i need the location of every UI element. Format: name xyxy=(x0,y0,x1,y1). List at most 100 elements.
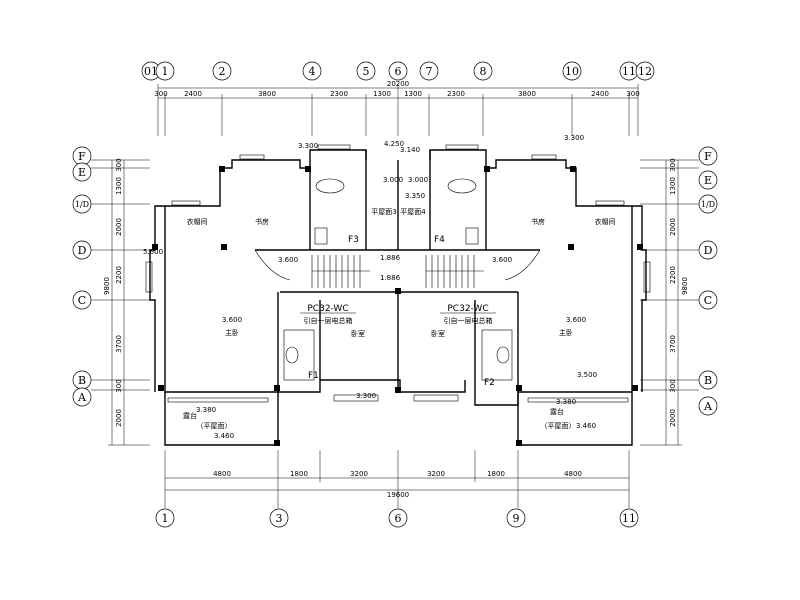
grid-bubble-top-4: 4 xyxy=(302,61,322,81)
f4-tag: F4 xyxy=(434,235,445,245)
room-study-left: 书房 xyxy=(255,217,269,226)
grid-bubble-bottom-9: 9 xyxy=(506,508,526,528)
svg-text:3.600: 3.600 xyxy=(566,316,586,324)
grid-bubble-top-6: 6 xyxy=(388,61,408,81)
svg-text:F: F xyxy=(704,150,712,163)
svg-text:1: 1 xyxy=(162,512,169,525)
grid-bubble-left-B: B xyxy=(72,370,92,390)
svg-text:B: B xyxy=(704,374,712,387)
svg-text:E: E xyxy=(78,166,86,179)
grid-bubble-top-10: 10 xyxy=(562,61,582,81)
svg-text:1.886: 1.886 xyxy=(380,274,401,282)
svg-text:2300: 2300 xyxy=(447,90,465,98)
svg-text:300: 300 xyxy=(115,379,123,392)
bottom-dimension-chain: 4800 1800 3200 3200 1800 4800 19600 xyxy=(164,450,630,508)
svg-text:3.460: 3.460 xyxy=(576,422,596,430)
grid-bubble-left-1D: 1/D xyxy=(72,194,92,214)
svg-text:1300: 1300 xyxy=(404,90,422,98)
terrace-note-right: （平屋面） xyxy=(541,422,576,430)
top-grid-axis: 01 1 2 4 5 6 7 8 10 11 12 xyxy=(141,61,655,81)
svg-text:3800: 3800 xyxy=(258,90,276,98)
grid-bubble-left-D: D xyxy=(72,240,92,260)
svg-text:3: 3 xyxy=(276,512,283,525)
svg-text:3200: 3200 xyxy=(427,470,445,478)
grid-bubble-right-D: D xyxy=(698,240,718,260)
svg-text:2000: 2000 xyxy=(115,218,123,236)
room-master-left: 主卧 xyxy=(225,328,239,337)
elevation-marks: 3.300 3.300 4.250 3.140 3.000 3.000 3.35… xyxy=(143,134,597,440)
structural-columns xyxy=(152,166,643,446)
svg-text:1/D: 1/D xyxy=(701,200,715,209)
svg-text:1800: 1800 xyxy=(290,470,308,478)
svg-text:9800: 9800 xyxy=(103,277,111,295)
grid-bubble-right-1D: 1/D xyxy=(698,194,718,214)
svg-text:5: 5 xyxy=(363,65,370,78)
grid-bubble-top-7: 7 xyxy=(419,61,439,81)
grid-bubble-left-C: C xyxy=(72,290,92,310)
top-dimension-chain: 20200 300 2400 3800 2300 1300 1300 2300 … xyxy=(154,80,640,136)
svg-text:3.000: 3.000 xyxy=(383,176,403,184)
svg-text:3.600: 3.600 xyxy=(278,256,298,264)
svg-text:3.300: 3.300 xyxy=(298,142,318,150)
grid-bubble-bottom-1: 1 xyxy=(155,508,175,528)
svg-text:1: 1 xyxy=(162,65,169,78)
svg-text:3.460: 3.460 xyxy=(214,432,234,440)
svg-text:2200: 2200 xyxy=(669,266,677,284)
svg-text:5.600: 5.600 xyxy=(143,248,163,256)
svg-text:A: A xyxy=(77,391,87,404)
svg-text:2400: 2400 xyxy=(184,90,202,98)
svg-text:A: A xyxy=(703,400,713,413)
svg-text:D: D xyxy=(704,244,713,257)
f3-tag: F3 xyxy=(348,235,359,245)
svg-text:4800: 4800 xyxy=(213,470,231,478)
grid-bubble-bottom-11: 11 xyxy=(619,508,639,528)
svg-text:3.000: 3.000 xyxy=(408,176,428,184)
power-note-right: 引自一层电总箱 xyxy=(444,316,493,325)
pc-tag-left: PC32-WC xyxy=(307,304,348,314)
svg-text:2000: 2000 xyxy=(669,218,677,236)
grid-bubble-top-11: 11 xyxy=(619,61,639,81)
svg-text:3.300: 3.300 xyxy=(564,134,584,142)
power-note-left: 引自一层电总箱 xyxy=(304,316,353,325)
svg-text:3.380: 3.380 xyxy=(196,406,216,414)
svg-text:3.600: 3.600 xyxy=(492,256,512,264)
grid-bubble-right-F: F xyxy=(698,146,718,166)
bottom-grid-axis: 1 3 6 9 11 xyxy=(155,508,639,528)
bathroom-fixtures xyxy=(283,178,513,381)
f1-tag: F1 xyxy=(308,371,319,381)
svg-text:01: 01 xyxy=(144,65,158,78)
grid-bubble-right-A: A xyxy=(698,396,718,416)
svg-text:9: 9 xyxy=(513,512,520,525)
svg-text:2000: 2000 xyxy=(115,409,123,427)
svg-text:7: 7 xyxy=(426,65,433,78)
svg-text:C: C xyxy=(704,294,712,307)
grid-bubble-left-F: F xyxy=(72,146,92,166)
svg-text:E: E xyxy=(704,174,712,187)
svg-text:1300: 1300 xyxy=(115,177,123,195)
svg-text:4.250: 4.250 xyxy=(384,140,404,148)
svg-text:300: 300 xyxy=(154,90,167,98)
svg-text:1.886: 1.886 xyxy=(380,254,401,262)
room-cloakroom-left: 衣帽间 xyxy=(187,217,208,226)
room-labels: 衣帽间 书房 书房 衣帽间 主卧 主卧 卧室 卧室 露台 （平屋面） 露台 （平… xyxy=(183,208,616,430)
svg-text:19600: 19600 xyxy=(387,491,409,499)
svg-text:4800: 4800 xyxy=(564,470,582,478)
svg-text:2000: 2000 xyxy=(669,409,677,427)
svg-text:3200: 3200 xyxy=(350,470,368,478)
grid-bubble-top-12: 12 xyxy=(635,61,655,81)
svg-text:3.350: 3.350 xyxy=(405,192,425,200)
grid-bubble-left-A: A xyxy=(72,387,92,407)
grid-bubble-bottom-6: 6 xyxy=(388,508,408,528)
room-bedroom-right: 卧室 xyxy=(431,329,445,338)
flat-roof-3-label: 平屋面3 xyxy=(371,208,396,216)
svg-text:C: C xyxy=(78,294,86,307)
grid-bubble-top-01: 01 xyxy=(141,61,161,81)
svg-text:3800: 3800 xyxy=(518,90,536,98)
svg-text:1300: 1300 xyxy=(669,177,677,195)
stairs xyxy=(254,249,541,288)
svg-text:3.300: 3.300 xyxy=(356,392,376,400)
room-cloakroom-right: 衣帽间 xyxy=(595,217,616,226)
svg-text:11: 11 xyxy=(622,512,636,525)
svg-text:2300: 2300 xyxy=(330,90,348,98)
